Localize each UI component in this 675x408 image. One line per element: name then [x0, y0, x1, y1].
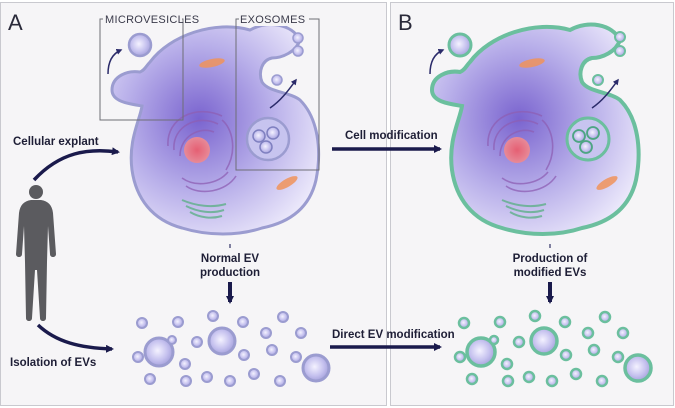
microvesicle-b — [447, 32, 473, 58]
panel-b-letter: B — [398, 10, 413, 35]
normal-ev-label-line2: production — [200, 267, 260, 279]
extracellular-vesicle — [290, 351, 302, 363]
mitochondrion-b1 — [519, 58, 545, 68]
extracellular-vesicle — [248, 368, 260, 380]
extracellular-vesicle — [465, 336, 497, 368]
modified-ev-label-line2: modified EVs — [514, 267, 587, 279]
panel-a-letter: A — [8, 10, 23, 35]
extracellular-vesicle — [559, 348, 573, 362]
extracellular-vesicle — [191, 336, 203, 348]
extracellular-vesicle — [180, 375, 192, 387]
exosomes-label: EXOSOMES — [240, 14, 305, 26]
exosome-b — [592, 74, 604, 86]
extracellular-vesicle — [295, 327, 307, 339]
extracellular-vesicle — [529, 326, 559, 356]
extracellular-vesicle — [274, 375, 286, 387]
exosome-a — [292, 32, 304, 44]
extracellular-vesicle — [623, 353, 653, 383]
extracellular-vesicle — [453, 350, 467, 364]
extracellular-vesicle — [500, 357, 514, 371]
extracellular-vesicle — [528, 309, 542, 323]
modified-ev-population — [453, 309, 653, 388]
isolation-arrow — [36, 323, 114, 353]
extracellular-vesicle — [179, 358, 191, 370]
nucleus-b — [504, 137, 530, 163]
extracellular-vesicle — [172, 316, 184, 328]
extracellular-vesicle — [465, 372, 479, 386]
extracellular-vesicle — [238, 349, 250, 361]
extracellular-vesicle — [616, 326, 630, 340]
microvesicles-label: MICROVESICLES — [105, 14, 199, 26]
human-silhouette — [16, 185, 56, 321]
release-arrow-microvesicle-a — [107, 49, 123, 75]
normal-ev-population — [132, 310, 331, 387]
extracellular-vesicle — [522, 370, 536, 384]
extracellular-vesicle — [595, 374, 609, 388]
extracellular-vesicle — [598, 310, 612, 324]
extracellular-vesicle — [224, 375, 236, 387]
endoplasmic-reticulum-a — [167, 111, 237, 193]
extracellular-vesicle — [144, 373, 156, 385]
extracellular-vesicle — [277, 311, 289, 323]
microvesicle-a — [127, 32, 153, 58]
cell-modification-label: Cell modification — [345, 130, 438, 142]
mvb-vesicle — [252, 129, 266, 143]
extracellular-vesicle — [493, 315, 507, 329]
exosome-b — [614, 45, 626, 57]
extracellular-vesicle — [167, 335, 177, 345]
extracellular-vesicle — [457, 316, 471, 330]
release-arrow-microvesicle-b — [429, 49, 445, 75]
release-arrow-exosome-a — [269, 78, 297, 109]
extracellular-vesicle — [545, 374, 559, 388]
extracellular-vesicle — [136, 317, 148, 329]
extracellular-vesicle — [132, 351, 144, 363]
extracellular-vesicle — [237, 316, 249, 328]
multivesicular-body-b — [565, 116, 611, 162]
golgi-b — [501, 199, 547, 219]
mitochondrion-b2 — [596, 176, 618, 190]
extracellular-vesicle — [301, 353, 331, 383]
extracellular-vesicle — [501, 374, 515, 388]
mvb-vesicle — [266, 126, 280, 140]
release-arrow-exosome-b — [591, 78, 619, 109]
extracellular-vesicle — [587, 343, 601, 357]
mitochondrion-a2 — [276, 176, 298, 190]
normal-ev-label-line1: Normal EV — [201, 253, 259, 265]
isolation-label: Isolation of EVs — [10, 357, 96, 369]
extracellular-vesicle — [207, 326, 237, 356]
extracellular-vesicle — [260, 327, 272, 339]
mvb-vesicle — [586, 126, 600, 140]
exosome-b — [614, 31, 626, 43]
extracellular-vesicle — [581, 326, 595, 340]
direct-modification-label: Direct EV modification — [332, 329, 455, 341]
mitochondrion-a1 — [199, 58, 225, 68]
extracellular-vesicle — [488, 334, 500, 346]
endoplasmic-reticulum-b — [487, 111, 557, 193]
extracellular-vesicle — [558, 315, 572, 329]
cellular-explant-label: Cellular explant — [13, 136, 99, 148]
extracellular-vesicle — [207, 310, 219, 322]
mvb-vesicle — [572, 129, 586, 143]
golgi-a — [181, 199, 227, 219]
extracellular-vesicle — [143, 336, 175, 368]
extracellular-vesicle — [512, 335, 526, 349]
exosome-a — [292, 45, 304, 57]
mvb-vesicle — [259, 140, 273, 154]
extracellular-vesicle — [201, 371, 213, 383]
extracellular-vesicle — [266, 344, 278, 356]
extracellular-vesicle — [611, 350, 625, 364]
explant-arrow — [32, 147, 120, 182]
modified-ev-label-line1: Production of — [513, 253, 588, 265]
nucleus-a — [184, 137, 210, 163]
exosome-a — [271, 74, 283, 86]
multivesicular-body-a — [245, 116, 291, 162]
mvb-vesicle — [579, 140, 593, 154]
extracellular-vesicle — [569, 367, 583, 381]
